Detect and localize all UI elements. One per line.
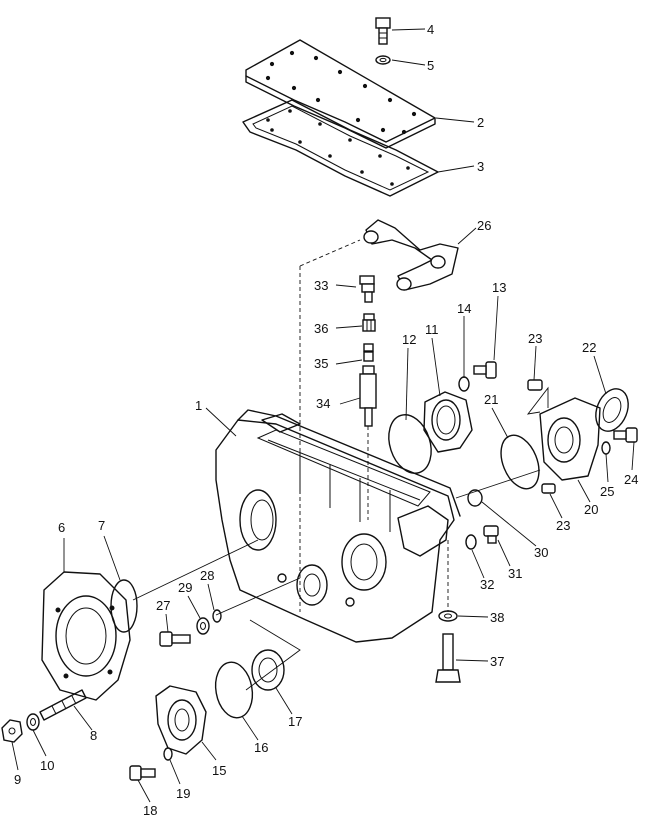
bolt-part-37 — [435, 633, 461, 683]
callout-18: 18 — [143, 803, 157, 817]
washer-part-25 — [601, 441, 611, 455]
housing-part-6 — [41, 571, 131, 701]
bearing-part-17 — [251, 649, 285, 691]
callout-32: 32 — [480, 577, 494, 592]
callout-23-bottom: 23 — [556, 518, 570, 533]
callout-19: 19 — [176, 786, 190, 801]
bolt-part-13 — [473, 361, 497, 379]
callout-29: 29 — [178, 580, 192, 595]
callout-30: 30 — [534, 545, 548, 560]
washer-part-5 — [375, 55, 391, 65]
callout-4: 4 — [427, 22, 434, 37]
nut-part-36 — [362, 313, 376, 332]
oring-part-21 — [500, 434, 540, 490]
callout-34: 34 — [316, 396, 330, 411]
oring-part-16 — [214, 661, 254, 719]
callout-23-top: 23 — [528, 331, 542, 346]
callout-14: 14 — [457, 301, 471, 316]
oring-part-28 — [212, 609, 222, 623]
callout-5: 5 — [427, 58, 434, 73]
bolt-part-18 — [129, 765, 156, 781]
oring-part-12 — [388, 414, 432, 474]
callout-26: 26 — [477, 218, 491, 233]
bolt-part-4 — [375, 17, 391, 45]
callout-33: 33 — [314, 278, 328, 293]
callout-10: 10 — [40, 758, 54, 773]
callout-13: 13 — [492, 280, 506, 295]
oring-part-32 — [465, 534, 477, 550]
callout-15: 15 — [212, 763, 226, 778]
callout-28: 28 — [200, 568, 214, 583]
plunger-part-34 — [359, 365, 377, 427]
washer-part-10 — [26, 713, 40, 731]
callout-38: 38 — [490, 610, 504, 625]
retainer-part-20 — [539, 397, 601, 481]
washer-part-14 — [458, 376, 470, 392]
callout-8: 8 — [90, 728, 97, 743]
nut-part-9 — [1, 719, 23, 743]
pin-part-23-bottom — [541, 483, 556, 494]
callout-3: 3 — [477, 159, 484, 174]
callout-6: 6 — [58, 520, 65, 535]
callout-21: 21 — [484, 392, 498, 407]
callout-22: 22 — [582, 340, 596, 355]
callout-20: 20 — [584, 502, 598, 517]
callout-17: 17 — [288, 714, 302, 729]
callout-35: 35 — [314, 356, 328, 371]
washer-part-29 — [196, 617, 210, 635]
transmission-case-part-1 — [215, 409, 461, 643]
spring-part-35 — [363, 343, 374, 362]
callout-27: 27 — [156, 598, 170, 613]
fitting-part-33 — [359, 275, 375, 303]
stud-part-8 — [39, 689, 87, 721]
callout-25: 25 — [600, 484, 614, 499]
callout-11: 11 — [425, 322, 439, 337]
pin-part-23-top — [527, 379, 543, 391]
washer-part-19 — [163, 747, 173, 761]
cover-part-2 — [245, 39, 436, 149]
gasket-part-3 — [242, 99, 439, 197]
callout-1: 1 — [195, 398, 202, 413]
plug-part-30 — [467, 489, 483, 507]
plug-part-31 — [483, 525, 499, 544]
bearing-part-22 — [595, 388, 629, 432]
bolt-part-27 — [159, 631, 191, 647]
bearing-cage-part-11 — [423, 391, 473, 453]
oring-part-7 — [110, 579, 138, 633]
callout-36: 36 — [314, 321, 328, 336]
bolt-part-24 — [613, 427, 638, 443]
callout-31: 31 — [508, 566, 522, 581]
washer-part-38 — [438, 610, 458, 622]
callout-leaders — [11, 28, 635, 803]
callout-16: 16 — [254, 740, 268, 755]
callout-12: 12 — [402, 332, 416, 347]
cover-part-15 — [155, 685, 207, 755]
callout-9: 9 — [14, 772, 21, 787]
alignment-lines — [132, 239, 549, 691]
callout-labels: 4 5 2 3 26 33 36 35 34 1 12 11 14 13 23 … — [14, 22, 638, 817]
callout-2: 2 — [477, 115, 484, 130]
callout-37: 37 — [490, 654, 504, 669]
callout-24: 24 — [624, 472, 638, 487]
callout-7: 7 — [98, 518, 105, 533]
bracket-part-26 — [363, 219, 459, 291]
